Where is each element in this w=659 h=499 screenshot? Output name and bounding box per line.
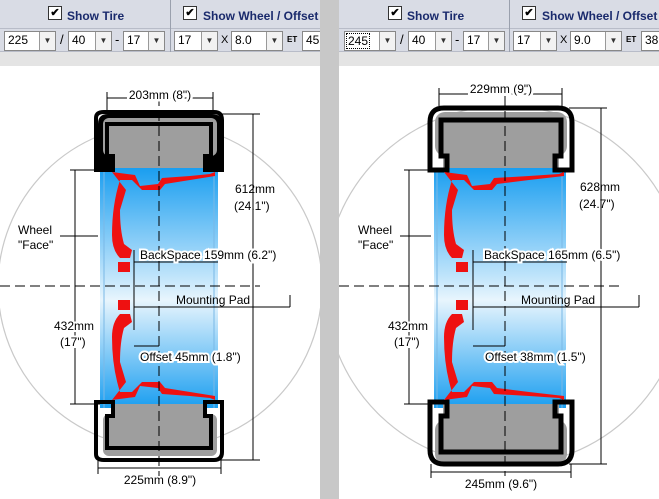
chevron-down-icon: ▼ bbox=[488, 32, 504, 50]
panel-separator bbox=[320, 0, 339, 499]
tire-aspect-value: 40 bbox=[72, 33, 86, 47]
x-separator: X bbox=[221, 34, 229, 46]
tire-rim-select[interactable]: 17 ▼ bbox=[123, 31, 165, 51]
chevron-down-icon: ▼ bbox=[379, 32, 395, 50]
tire-width-label: 225mm (8.9") bbox=[124, 473, 196, 487]
toolbar-divider bbox=[509, 0, 510, 52]
wheel-tire-diagram: 203mm (8") 612mm (24.1") Wheel "Face" Ba… bbox=[0, 86, 320, 487]
overall-diameter-mm-label: 612mm bbox=[235, 182, 275, 196]
wheel-width-select[interactable]: 8.0 ▼ bbox=[231, 31, 283, 51]
tire-aspect-select[interactable]: 40 ▼ bbox=[408, 31, 452, 51]
offset-value: 45 bbox=[306, 33, 320, 47]
offset-input[interactable]: 45 bbox=[302, 31, 320, 51]
tire-rim-value: 17 bbox=[127, 33, 141, 47]
section-width-label: 203mm (8") bbox=[129, 88, 191, 102]
wheel-diameter-value: 17 bbox=[178, 33, 192, 47]
tire-width-select[interactable]: 245 ▼ bbox=[344, 31, 396, 51]
mounting-pad-label: Mounting Pad bbox=[176, 293, 250, 307]
chevron-down-icon: ▼ bbox=[148, 32, 164, 50]
slash-separator: / bbox=[400, 32, 404, 47]
show-tire-checkbox[interactable]: ✔ bbox=[388, 6, 402, 20]
slash-separator: / bbox=[60, 32, 64, 47]
tire-rim-select[interactable]: 17 ▼ bbox=[463, 31, 505, 51]
wheel-barrel bbox=[434, 168, 566, 408]
wheel-width-select[interactable]: 9.0 ▼ bbox=[570, 31, 622, 51]
wheel-diameter-value: 17 bbox=[517, 33, 531, 47]
tire-width-value: 245 bbox=[346, 33, 371, 49]
tire-width-value: 225 bbox=[8, 33, 29, 47]
chevron-down-icon: ▼ bbox=[266, 32, 282, 50]
tire-calculator-panel-right: ✔ Show Tire ✔ Show Wheel / Offset 245 ▼ … bbox=[339, 0, 659, 499]
toolbar-divider bbox=[170, 0, 171, 52]
mounting-pad-label: Mounting Pad bbox=[521, 293, 595, 307]
backspace-label: BackSpace 159mm (6.2") bbox=[140, 248, 276, 262]
toolbar: ✔ Show Tire ✔ Show Wheel / Offset 245 ▼ … bbox=[339, 0, 659, 66]
offset-label: Offset 45mm (1.8") bbox=[140, 350, 241, 364]
show-tire-checkbox[interactable]: ✔ bbox=[48, 6, 62, 20]
wheel-width-value: 9.0 bbox=[574, 33, 591, 47]
et-label: ET bbox=[626, 35, 637, 44]
show-wheel-checkbox[interactable]: ✔ bbox=[183, 6, 197, 20]
show-tire-label: Show Tire bbox=[407, 9, 465, 23]
rim-diameter-in-label: (17") bbox=[60, 335, 86, 349]
chevron-down-icon: ▼ bbox=[605, 32, 621, 50]
wheel-rim-bottom bbox=[444, 314, 564, 400]
show-wheel-label: Show Wheel / Offset bbox=[203, 9, 319, 23]
dash-separator: - bbox=[115, 32, 120, 47]
wheel-rim-top bbox=[444, 172, 564, 258]
toolbar: ✔ Show Tire ✔ Show Wheel / Offset 225 ▼ … bbox=[0, 0, 320, 66]
show-tire-label: Show Tire bbox=[67, 9, 125, 23]
chevron-down-icon: ▼ bbox=[435, 32, 451, 50]
wheel-rim-top bbox=[112, 172, 215, 258]
offset-input[interactable]: 38 bbox=[641, 31, 659, 51]
tire-rim-value: 17 bbox=[467, 33, 481, 47]
x-separator: X bbox=[560, 34, 568, 46]
backspace-label: BackSpace 165mm (6.5") bbox=[484, 248, 620, 262]
overall-diameter-in-label: (24.7") bbox=[579, 197, 615, 211]
tire-aspect-value: 40 bbox=[412, 33, 426, 47]
et-label: ET bbox=[287, 35, 298, 44]
wheel-width-value: 8.0 bbox=[235, 33, 252, 47]
rim-diameter-in-label: (17") bbox=[394, 335, 420, 349]
dash-separator: - bbox=[455, 32, 460, 47]
overall-diameter-mm-label: 628mm bbox=[580, 180, 620, 194]
wheel-face-label-line2: "Face" bbox=[18, 238, 53, 252]
chevron-down-icon: ▼ bbox=[95, 32, 111, 50]
overall-diameter-in-label: (24.1") bbox=[234, 199, 270, 213]
section-width-label: 229mm (9") bbox=[470, 82, 532, 96]
chevron-down-icon: ▼ bbox=[201, 32, 217, 50]
tire-calculator-panel-left: ✔ Show Tire ✔ Show Wheel / Offset 225 ▼ … bbox=[0, 0, 320, 499]
rim-diameter-mm-label: 432mm bbox=[388, 319, 428, 333]
tire-width-select[interactable]: 225 ▼ bbox=[4, 31, 56, 51]
wheel-face-label-line1: Wheel bbox=[18, 223, 52, 237]
chevron-down-icon: ▼ bbox=[540, 32, 556, 50]
offset-label: Offset 38mm (1.5") bbox=[485, 350, 586, 364]
wheel-diameter-select[interactable]: 17 ▼ bbox=[174, 31, 218, 51]
rim-diameter-mm-label: 432mm bbox=[54, 319, 94, 333]
wheel-rim-bottom bbox=[112, 314, 215, 400]
options-row bbox=[339, 0, 659, 29]
wheel-tire-diagram: 229mm (9") 628mm (24.7") Wheel "Face" Ba… bbox=[339, 80, 659, 491]
wheel-face-label-line2: "Face" bbox=[358, 238, 393, 252]
wheel-diameter-select[interactable]: 17 ▼ bbox=[513, 31, 557, 51]
tire-width-label: 245mm (9.6") bbox=[465, 477, 537, 491]
tire-aspect-select[interactable]: 40 ▼ bbox=[68, 31, 112, 51]
offset-value: 38 bbox=[645, 33, 659, 47]
show-wheel-checkbox[interactable]: ✔ bbox=[522, 6, 536, 20]
chevron-down-icon: ▼ bbox=[39, 32, 55, 50]
wheel-face-label-line1: Wheel bbox=[358, 223, 392, 237]
show-wheel-label: Show Wheel / Offset bbox=[542, 9, 658, 23]
